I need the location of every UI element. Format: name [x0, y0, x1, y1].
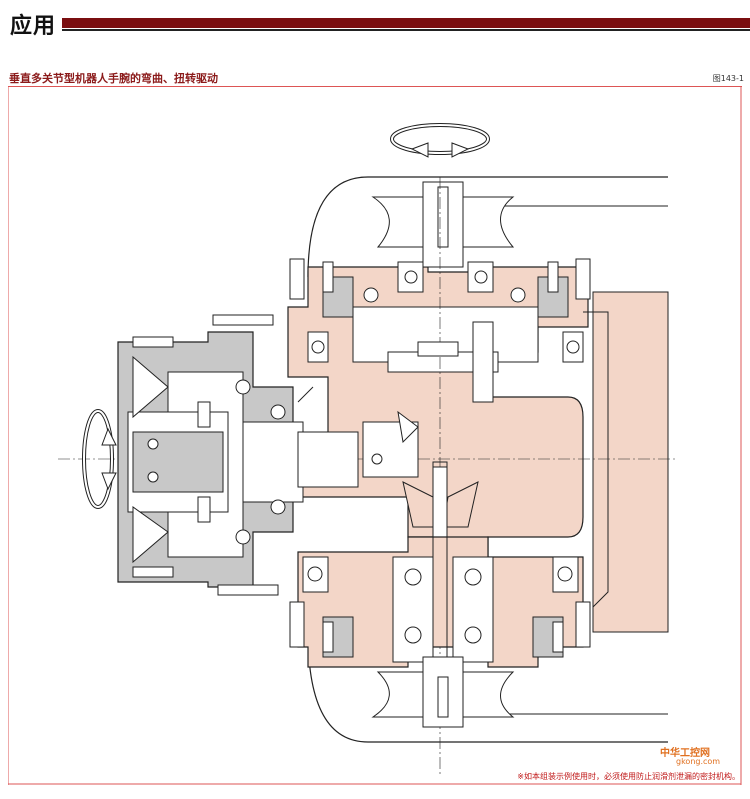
mechanical-cross-section [7, 87, 742, 785]
header-rule [62, 29, 750, 31]
header-bar [62, 18, 750, 28]
frame-top-rule [8, 86, 742, 87]
footnote: ※如本组装示例使用时，必须使用防止润滑剂泄漏的密封机构。 [517, 772, 740, 781]
watermark-logo: 中华工控网 [660, 748, 710, 759]
figure-subtitle: 垂直多关节型机器人手腕的弯曲、扭转驱动 [9, 72, 218, 85]
figure-number: 图143-1 [712, 74, 744, 83]
section-title: 应用 [10, 14, 57, 39]
page-header: 应用 [0, 0, 750, 44]
watermark-url: gkong.com [676, 757, 721, 766]
wrist-drive-diagram [7, 87, 742, 789]
